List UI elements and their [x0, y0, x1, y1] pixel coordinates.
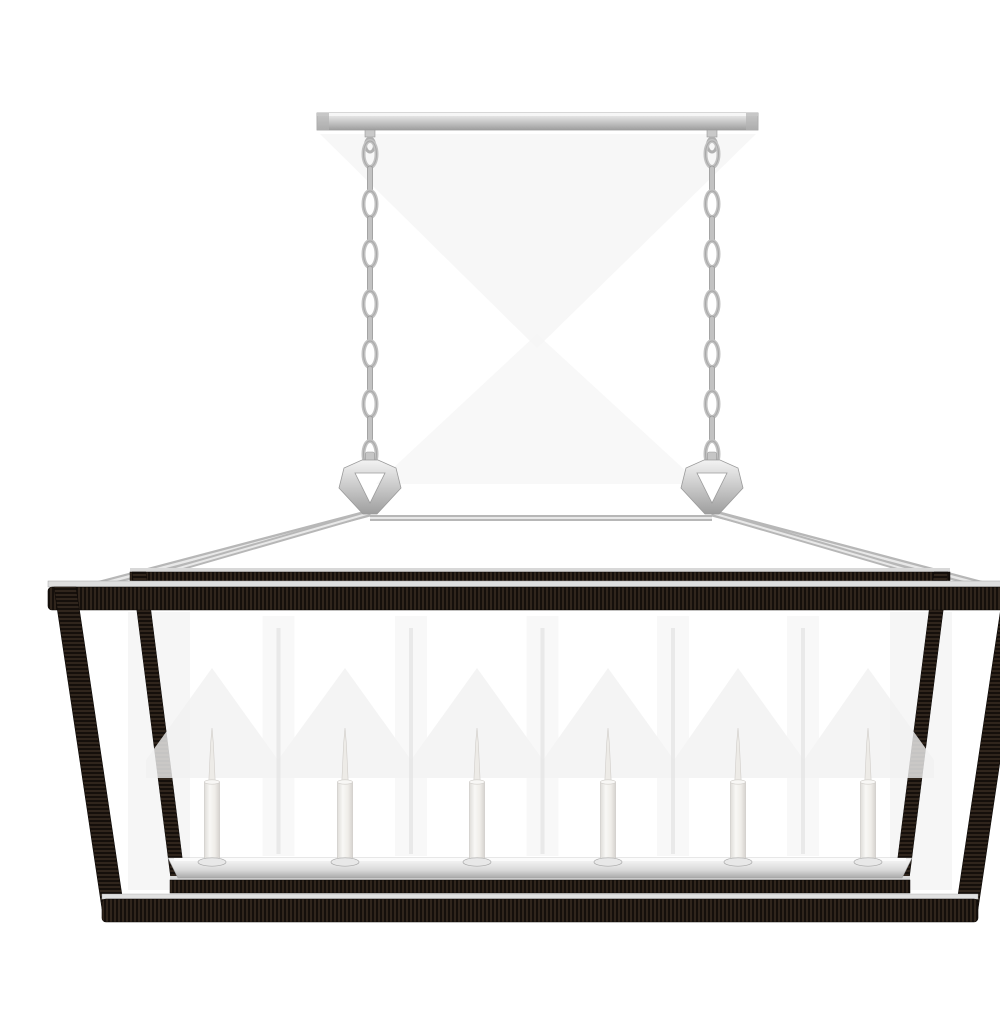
candle-bobeche: [853, 857, 883, 867]
interior-reflections: [146, 616, 934, 856]
reflection-line: [276, 628, 281, 854]
candle-sleeve-top: [730, 779, 746, 785]
roof-rods: [65, 509, 1000, 597]
far-bottom-rim-wrap: [169, 879, 911, 894]
near-top-rim-nickel: [47, 580, 1000, 588]
far-top-rim-nickel: [130, 568, 950, 572]
chain-link-side: [709, 265, 715, 293]
candle-sleeve-top: [204, 779, 220, 785]
candle-bobeche: [197, 857, 227, 867]
chain-link-side: [709, 365, 715, 393]
candle: [723, 727, 753, 867]
chain-right: [703, 139, 721, 469]
candles: [197, 727, 883, 867]
candle-sleeve-top: [860, 779, 876, 785]
near-bottom-rim-nickel: [101, 893, 979, 900]
canopy-end-right: [746, 113, 758, 130]
candle: [853, 727, 883, 867]
canopy-end-left: [317, 113, 329, 130]
candle-sleeve-top: [337, 779, 353, 785]
candle: [197, 727, 227, 867]
rod-far-right: [711, 510, 933, 580]
candle-sleeve: [860, 781, 876, 862]
candle-bobeche: [593, 857, 623, 867]
candle-bobeche: [330, 857, 360, 867]
chain-link-side: [709, 215, 715, 243]
chain-link-side: [709, 165, 715, 193]
reflection-line: [801, 628, 805, 854]
canopy-connector-left: [364, 129, 376, 138]
rod-far-left: [147, 510, 371, 580]
hangers: [338, 451, 744, 515]
candle-sleeve-top: [600, 779, 616, 785]
candle-sleeve: [600, 781, 616, 862]
platform-highlight: [174, 858, 906, 861]
chain-link-side: [367, 165, 373, 193]
candle-sleeve-top: [469, 779, 485, 785]
canopy: [316, 112, 759, 154]
background-wash-lower: [376, 334, 700, 484]
chain-link-side: [367, 215, 373, 243]
near-post-left: [53, 586, 125, 910]
reflection-line: [540, 628, 545, 854]
candle: [330, 727, 360, 867]
chain-link-side: [709, 415, 715, 443]
chain-left: [361, 139, 379, 469]
candle-bobeche: [462, 857, 492, 867]
candle-sleeve: [730, 781, 746, 862]
hanger-bracket: [680, 459, 744, 515]
candle-sleeve: [204, 781, 220, 862]
candle-platform: [167, 857, 913, 879]
near-bottom-rim-wrap: [101, 898, 979, 923]
chain-link-side: [367, 415, 373, 443]
chain-link-side: [367, 265, 373, 293]
candle: [593, 727, 623, 867]
candle: [462, 727, 492, 867]
canopy-highlight: [317, 113, 758, 116]
chain-link-side: [709, 315, 715, 343]
chain-link-side: [367, 315, 373, 343]
reflection-line: [409, 628, 413, 854]
candle-bobeche: [723, 857, 753, 867]
background-wash-upper: [320, 134, 756, 348]
chandelier-illustration: [47, 112, 1000, 923]
hanger-bracket: [338, 459, 402, 515]
near-post-right: [955, 611, 1000, 910]
frame-near: [47, 580, 1000, 923]
candle-sleeve: [469, 781, 485, 862]
reflection-line: [671, 628, 675, 854]
product-image: [40, 16, 1000, 1016]
near-top-rim-wrap: [47, 586, 1000, 611]
candle-sleeve: [337, 781, 353, 862]
chain-link-side: [367, 365, 373, 393]
canopy-connector-right: [706, 129, 718, 138]
